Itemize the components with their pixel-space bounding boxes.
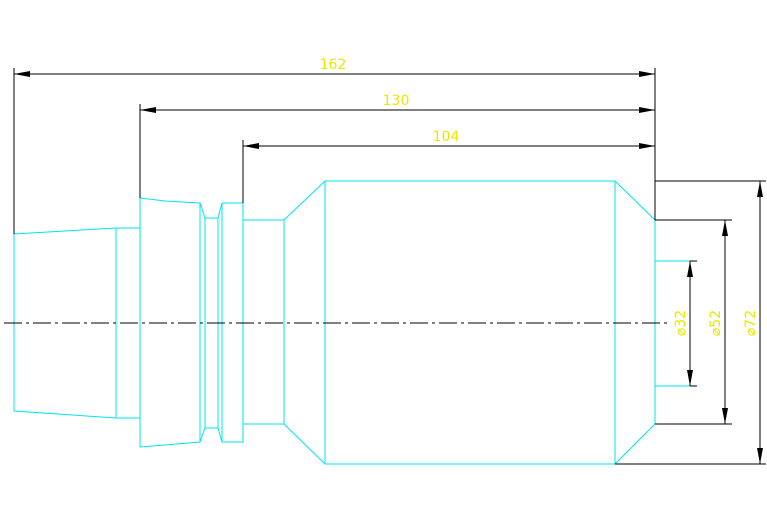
- arrow-162-left: [14, 71, 30, 77]
- groove: [199, 202, 223, 219]
- dimension-label-dia32: ⌀32: [673, 310, 689, 336]
- arrow-dia32-bottom: [687, 370, 693, 386]
- arrow-104-left: [243, 143, 259, 149]
- arrow-dia32-top: [687, 261, 693, 277]
- horizontal-dimensions: 162 130 104: [13, 57, 656, 234]
- dimension-label-dia52: ⌀52: [708, 310, 724, 336]
- arrow-dia72-top: [757, 181, 763, 197]
- neck-section: [243, 219, 285, 425]
- arrow-104-right: [639, 143, 655, 149]
- rear-chamfer-top: [614, 180, 656, 221]
- front-cone-bottom: [283, 423, 326, 465]
- dimension-label-dia72: ⌀72: [743, 310, 759, 336]
- rear-chamfer-bottom: [614, 423, 656, 465]
- arrow-130-left: [140, 107, 156, 113]
- dimension-label-130: 130: [383, 93, 410, 109]
- groove-bottom: [199, 427, 223, 443]
- front-cone-top: [283, 180, 326, 221]
- arrow-dia72-bottom: [757, 448, 763, 464]
- diameter-dimensions: ⌀32 ⌀52 ⌀72: [615, 180, 766, 465]
- arrow-162-right: [639, 71, 655, 77]
- arrow-130-right: [639, 107, 655, 113]
- dimension-label-162: 162: [320, 57, 347, 73]
- arrow-dia52-bottom: [722, 408, 728, 424]
- arrow-dia52-top: [722, 220, 728, 236]
- dimension-label-104: 104: [433, 129, 460, 145]
- shoulder-ring: [221, 202, 244, 443]
